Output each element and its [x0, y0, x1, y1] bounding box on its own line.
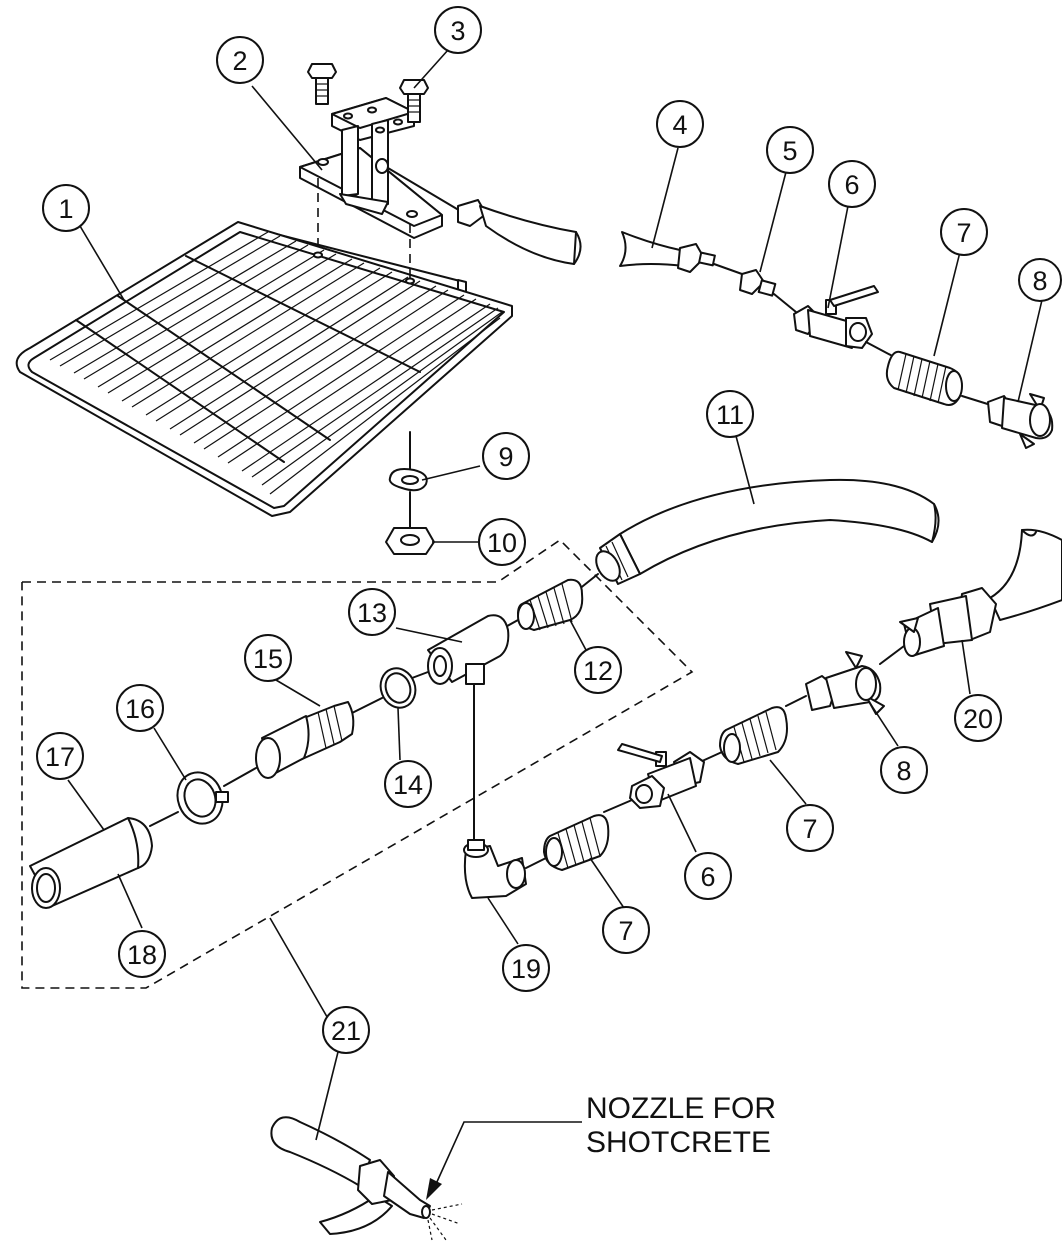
threaded-nipple-lower-right	[699, 706, 788, 765]
gasket-14	[349, 667, 417, 715]
callout-19: 19	[502, 944, 550, 992]
threaded-nipple-upper	[885, 350, 995, 407]
callout-11: 11	[706, 390, 754, 438]
threaded-nipple-lower-left	[525, 814, 610, 871]
callout-4: 4	[656, 100, 704, 148]
callout-16: 16	[116, 684, 164, 732]
callout-20-number: 20	[963, 704, 993, 734]
reducer-15	[223, 701, 355, 787]
callout-20: 20	[954, 694, 1002, 742]
callout-8-lower-number: 8	[896, 756, 911, 786]
shotcrete-nozzle-illustration	[270, 1116, 582, 1241]
callout-2: 2	[216, 36, 264, 84]
washer-and-nut	[385, 431, 435, 555]
mounting-bracket	[299, 97, 443, 280]
callout-21-number: 21	[331, 1016, 361, 1046]
assembly-outline	[21, 538, 694, 989]
callout-7-lower-left-number: 7	[618, 916, 633, 946]
callout-6-lower: 6	[684, 852, 732, 900]
callout-1: 1	[42, 184, 90, 232]
callout-7-lower-right: 7	[786, 804, 834, 852]
callout-10: 10	[478, 518, 526, 566]
callout-18-number: 18	[127, 940, 157, 970]
callout-14-number: 14	[393, 770, 423, 800]
pipe-tee-13	[411, 614, 510, 685]
nozzle-cone	[29, 817, 153, 909]
callout-1-number: 1	[58, 194, 73, 224]
callout-6-upper-number: 6	[844, 170, 859, 200]
callout-13: 13	[348, 588, 396, 636]
callout-5-number: 5	[782, 136, 797, 166]
callout-14: 14	[384, 760, 432, 808]
callout-8-lower: 8	[880, 746, 928, 794]
callout-15: 15	[244, 634, 292, 682]
callout-8-upper-number: 8	[1032, 266, 1047, 296]
clamp-ring-16	[149, 771, 229, 827]
grate-screen	[15, 221, 513, 517]
callout-18: 18	[118, 930, 166, 978]
material-hose	[577, 478, 940, 591]
leader-lines	[67, 49, 1043, 1141]
callout-2-number: 2	[232, 46, 247, 76]
air-hose-right	[989, 528, 1062, 621]
callout-12: 12	[574, 646, 622, 694]
callout-7-lower-left: 7	[602, 906, 650, 954]
callout-3: 3	[434, 6, 482, 54]
hex-nipple	[739, 269, 797, 313]
callout-3-number: 3	[450, 16, 465, 46]
callout-5: 5	[766, 126, 814, 174]
callout-16-number: 16	[125, 694, 155, 724]
ball-valve-upper	[793, 285, 901, 361]
nozzle-label-line2: SHOTCRETE	[586, 1126, 771, 1159]
callout-7-upper-number: 7	[956, 218, 971, 248]
callout-11-number: 11	[716, 400, 744, 430]
callout-6-lower-number: 6	[700, 862, 715, 892]
callout-8-upper: 8	[1018, 258, 1062, 302]
elbow-19	[463, 681, 527, 899]
nozzle-label-line1: NOZZLE FOR	[586, 1092, 776, 1125]
callout-7-upper: 7	[940, 208, 988, 256]
callout-19-number: 19	[511, 954, 541, 984]
callout-17-number: 17	[45, 742, 75, 772]
callout-9: 9	[482, 432, 530, 480]
claw-coupler-upper	[987, 393, 1054, 449]
hose-upper	[387, 167, 743, 275]
callout-13-number: 13	[357, 598, 387, 628]
callout-21: 21	[322, 1006, 370, 1054]
claw-coupler-lower	[785, 651, 885, 715]
callout-15-number: 15	[253, 644, 283, 674]
hose-fitting-20	[879, 587, 997, 665]
callout-12-number: 12	[583, 656, 613, 686]
ball-valve-lower	[603, 743, 705, 813]
callout-17: 17	[36, 732, 84, 780]
callout-9-number: 9	[498, 442, 513, 472]
callout-6-upper: 6	[828, 160, 876, 208]
callout-10-number: 10	[487, 528, 517, 558]
threaded-nipple-12	[499, 578, 584, 631]
callout-7-lower-right-number: 7	[802, 814, 817, 844]
callout-4-number: 4	[672, 110, 687, 140]
